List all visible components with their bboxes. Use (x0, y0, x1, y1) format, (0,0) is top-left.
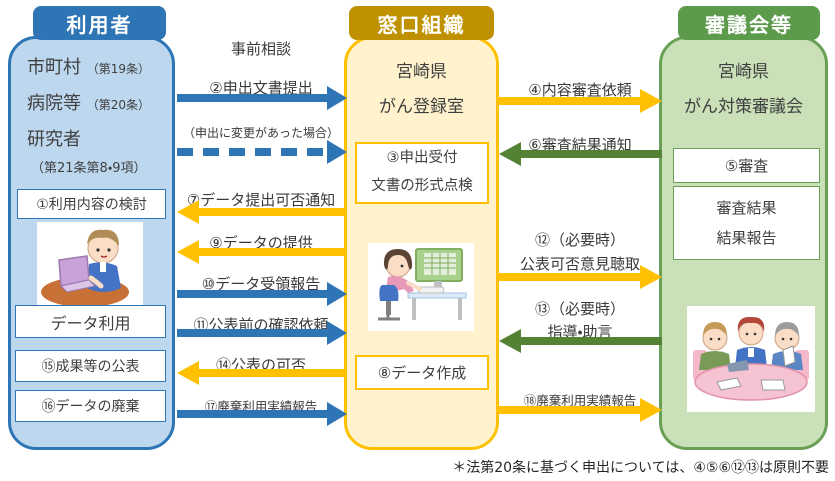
flow-7-submission-notice-arrow (177, 200, 347, 224)
flow-change-case-arrow (177, 140, 347, 164)
flow-change-case-label: （申出に変更があった場合） (182, 126, 339, 140)
users-box-publish-results: ⑮成果等の公表 (15, 350, 166, 382)
flow-10-receipt-report-arrow (177, 282, 347, 306)
flow-4-review-request-arrow (499, 89, 662, 113)
users-member-municipality: 市町村 （第19条） (27, 57, 151, 78)
flow-11-pre-publication-check-arrow (177, 321, 347, 345)
flow-2-submit-documents-label: ②申出文書提出 (209, 79, 313, 97)
council-header: 審議会等 (678, 6, 820, 40)
flow-12-opinion-hearing-label1: ⑫（必要時） (534, 231, 625, 249)
council-box-review-result: 審査結果 結果報告 (673, 186, 820, 260)
office-name-line1: 宮崎県 (396, 62, 447, 82)
flow-4-review-request-label: ④内容審査依頼 (528, 81, 632, 99)
flow-13-guidance-label2: 指導・助言 (547, 323, 613, 341)
office-box-accept-application: ③申出受付 文書の形式点検 (355, 142, 489, 204)
flow-13-guidance-arrow (499, 329, 662, 353)
flow-6-result-notice-label: ⑥審査結果通知 (528, 136, 632, 154)
flow-9-data-provision-arrow (177, 240, 347, 264)
office-name-line2: がん登録室 (379, 97, 464, 117)
flow-18-disposal-report-label: ⑱廃棄利用実績報告 (523, 393, 637, 408)
office-box-create-data: ⑧データ作成 (355, 355, 489, 390)
council-name-line2: がん対策審議会 (684, 97, 803, 117)
flow-10-receipt-report-label: ⑩データ受領報告 (201, 275, 321, 293)
flow-2-submit-documents-arrow (177, 86, 347, 110)
users-header: 利用者 (33, 6, 166, 40)
users-box-data-use: データ利用 (15, 305, 166, 338)
users-clause-note: （第21条第8・9項） (31, 161, 147, 176)
users-box-discard-data: ⑯データの廃棄 (15, 390, 166, 422)
flow-12-opinion-hearing-arrow (499, 265, 662, 289)
footnote: ＊法第20条に基づく申出については、④⑤⑥⑫⑬は原則不要 (452, 460, 829, 476)
council-box-result-line1: 審査結果 (716, 199, 777, 217)
users-member-researcher: 研究者 (27, 129, 81, 150)
office-box-accept-line1: ③申出受付 (386, 150, 458, 167)
council-box-result-line2: 結果報告 (716, 229, 777, 247)
flow-17-disposal-report-arrow (177, 402, 347, 426)
council-meeting-illustration (687, 306, 815, 412)
council-box-review: ⑤審査 (673, 148, 820, 183)
data-entry-illustration (368, 243, 474, 331)
users-member-hospital: 病院等 （第20条） (27, 93, 151, 114)
office-header: 窓口組織 (349, 6, 494, 40)
flow-14-publication-decision-arrow (177, 361, 347, 385)
flow-9-data-provision-label: ⑨データの提供 (209, 234, 313, 252)
office-box-accept-line2: 文書の形式点検 (371, 178, 473, 194)
flow-13-guidance-label1: ⑬（必要時） (534, 300, 625, 318)
flow-6-result-notice-arrow (499, 142, 662, 166)
flow-12-opinion-hearing-label2: 公表可否意見聴取 (519, 255, 640, 273)
laptop-user-illustration (37, 222, 143, 312)
users-box-review-content: ①利用内容の検討 (17, 189, 166, 219)
flow-18-disposal-report-arrow (499, 398, 662, 422)
flow-7-submission-notice-label: ⑦データ提出可否通知 (186, 191, 336, 209)
council-name-line1: 宮崎県 (718, 62, 769, 82)
flow-prior-consultation-label: 事前相談 (230, 40, 291, 58)
